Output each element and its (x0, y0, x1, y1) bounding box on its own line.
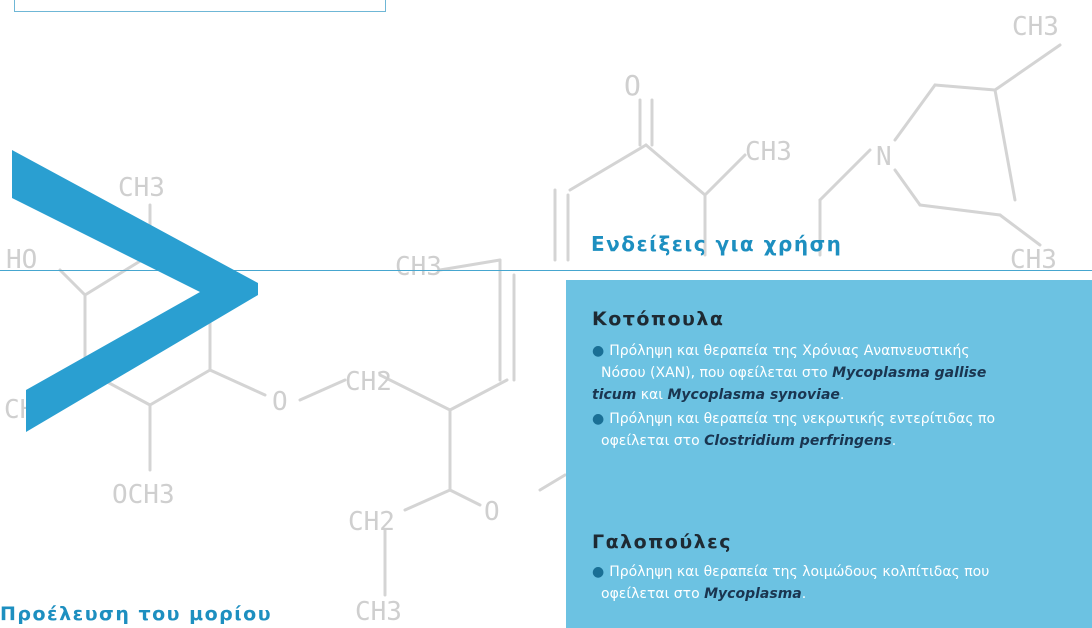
bullet-text: Πρόληψη και θεραπεία της Χρόνιας Αναπνευ… (609, 343, 970, 359)
organism-name: Mycoplasma (704, 586, 802, 602)
molecule-label: CH3 (395, 252, 442, 282)
molecule-label: N (876, 142, 892, 172)
bullet-text: . (839, 387, 845, 403)
bullet-icon: ● (592, 343, 605, 359)
organism-name: Mycoplasma gallise (832, 365, 987, 381)
species-title-turkeys: Γαλοπούλες (592, 531, 733, 553)
bullet-text: . (801, 586, 807, 602)
top-frame (14, 0, 386, 12)
origin-heading: Προέλευση του μορίου (0, 603, 273, 625)
molecule-label: CH3 (1012, 12, 1059, 42)
indications-panel: Κοτόπουλα ●Πρόληψη και θεραπεία της Χρόν… (566, 280, 1092, 628)
molecule-label: CH3 (118, 173, 165, 203)
list-item: ●Πρόληψη και θεραπεία της λοιμώδους κολπ… (592, 561, 989, 605)
list-item: ●Πρόληψη και θεραπεία της νεκρωτικής εντ… (592, 408, 995, 452)
organism-name: ticum (592, 387, 637, 403)
bullet-text: . (891, 433, 897, 449)
bullet-text: Πρόληψη και θεραπεία της νεκρωτικής εντε… (609, 411, 996, 427)
indications-heading: Ενδείξεις για χρήση (591, 232, 843, 256)
molecule-label: CH2 (348, 507, 395, 537)
molecule-label: O (272, 387, 288, 417)
chevron-right-icon (12, 150, 258, 432)
bullet-text: οφείλεται στο (601, 586, 705, 602)
organism-name: Clostridium perfringens (704, 433, 892, 449)
bullet-text: οφείλεται στο (601, 433, 705, 449)
bullet-text: Νόσου (ΧΑΝ), που οφείλεται στο (601, 365, 833, 381)
bullet-icon: ● (592, 564, 605, 580)
organism-name: Mycoplasma synoviae (667, 387, 840, 403)
divider-line (0, 270, 1092, 271)
bullet-text: και (636, 387, 668, 403)
species-title-chickens: Κοτόπουλα (592, 308, 725, 330)
molecule-label: CH3 (745, 137, 792, 167)
molecule-label: CH2 (345, 367, 392, 397)
bullet-text: Πρόληψη και θεραπεία της λοιμώδους κολπί… (609, 564, 990, 580)
bullet-icon: ● (592, 411, 605, 427)
molecule-label: OCH3 (112, 480, 175, 510)
molecule-label: CH3 (355, 597, 402, 627)
molecule-label: O (624, 69, 641, 102)
molecule-label: O (484, 497, 500, 527)
list-item: ●Πρόληψη και θεραπεία της Χρόνιας Αναπνε… (592, 340, 986, 406)
